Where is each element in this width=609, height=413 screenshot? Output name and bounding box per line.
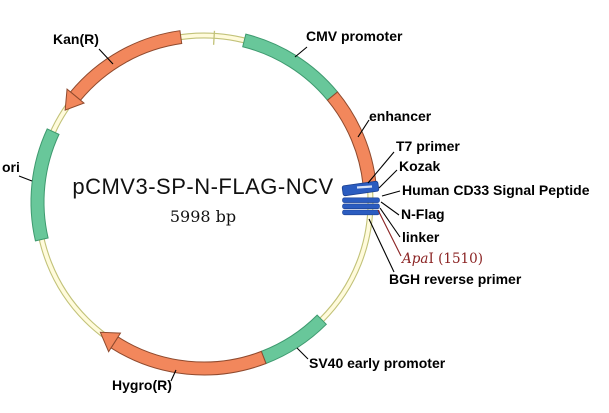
feature-label-enhancer: enhancer [369, 108, 432, 124]
feature-label-t7-primer: T7 primer [396, 138, 460, 154]
marker-bar-1 [342, 203, 380, 209]
feature-label-kan-r: Kan(R) [53, 31, 99, 47]
position-tick [212, 30, 216, 45]
feature-ori [30, 128, 60, 242]
feature-label-ori: ori [2, 159, 20, 175]
leader-line-bgh [368, 218, 395, 273]
leader-line-t7 [367, 151, 395, 184]
leader-line-enhancer [357, 119, 370, 138]
feature-label-sv40-early-promoter: SV40 early promoter [309, 355, 446, 371]
leader-line-cd33 [381, 190, 401, 197]
feature-hygro_r-arrowhead [99, 331, 122, 353]
feature-kan_r-arrowhead [64, 88, 85, 111]
feature-label-bgh-reverse-primer: BGH reverse primer [389, 271, 522, 287]
marker-bar-0 [342, 197, 380, 203]
feature-enhancer [326, 91, 377, 186]
plasmid-size: 5998 bp [169, 207, 237, 226]
leader-line-linker [379, 207, 401, 238]
small-feature-markers [341, 180, 380, 216]
marker-band-dash [356, 185, 373, 189]
leader-line-sv40 [296, 347, 309, 360]
leader-line-ori [18, 175, 33, 182]
leader-line-apa1 [377, 209, 402, 257]
enzyme-name-italic: Apa [402, 251, 429, 267]
feature-hygro_r [99, 331, 267, 376]
leader-line-n_flag [380, 201, 400, 216]
leader-line-hygro_r [170, 369, 177, 382]
marker-bar-2 [342, 209, 380, 216]
feature-label-linker: linker [402, 229, 440, 245]
leader-line-kan_r [98, 48, 114, 65]
feature-label-hygro-r: Hygro(R) [112, 377, 172, 393]
marker-band [341, 180, 380, 197]
feature-label-cd33-signal-peptide: Human CD33 Signal Peptide [402, 182, 590, 198]
feature-label-kozak: Kozak [399, 158, 441, 174]
site-position: (1510) [433, 251, 483, 267]
feature-label-n-flag: N-Flag [401, 206, 445, 222]
restriction-site-label-apai: ApaI (1510) [402, 251, 483, 267]
leader-line-cmv [294, 46, 308, 58]
plasmid-title: pCMV3-SP-N-FLAG-NCV [72, 174, 334, 199]
feature-kan_r [64, 30, 183, 111]
feature-label-cmv-promoter: CMV promoter [306, 28, 403, 44]
enzyme-name-roman: I [428, 251, 434, 267]
leader-line-kozak [378, 169, 398, 189]
